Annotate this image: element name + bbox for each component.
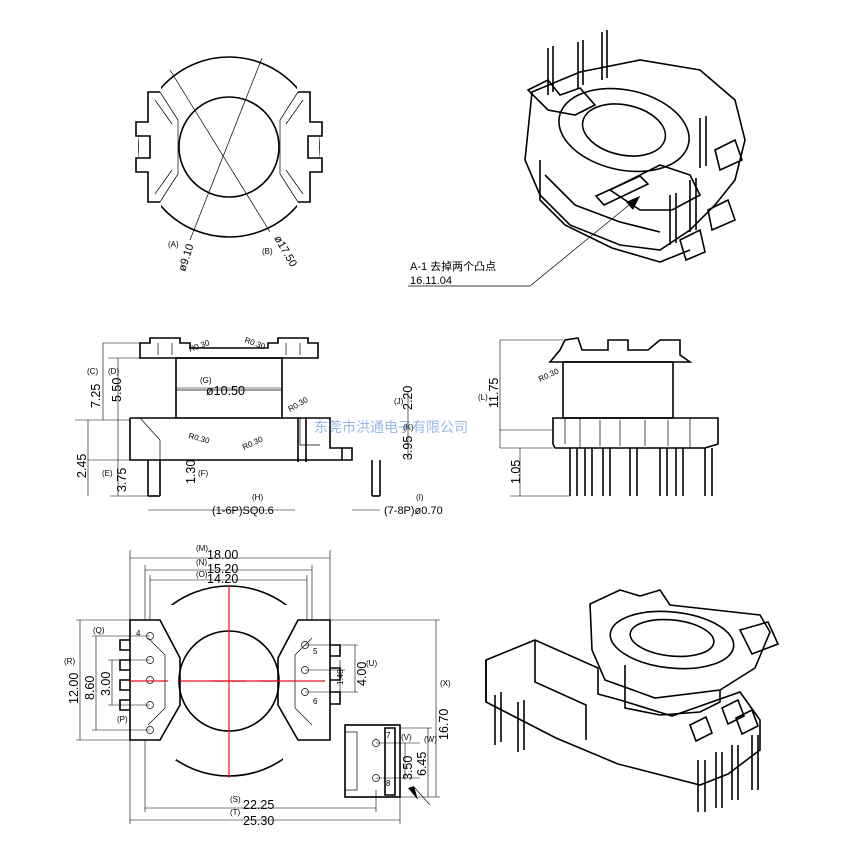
dim-245-value: 2.45 — [75, 454, 89, 478]
dim-r-tag: (R) — [64, 657, 75, 666]
dim-f-value: 1.30 — [184, 460, 198, 484]
dim-c-value: 7.25 — [89, 384, 103, 408]
dim-l-tag: (L) — [478, 393, 488, 402]
pin-6: 6 — [313, 697, 318, 706]
side-radius: R0.30 — [537, 366, 561, 383]
dim-q-tag: (Q) — [93, 626, 105, 635]
revision-note-line1: A-1 去掉两个凸点 — [410, 259, 496, 273]
side-view: (L) 11.75 1.05 R0.30 — [478, 337, 719, 497]
left-pin-rail — [135, 91, 160, 203]
dim-n-value: 15.20 — [207, 562, 238, 576]
dim-m-tag: (M) — [196, 544, 208, 553]
isometric-view-top: A-1 去掉两个凸点 16.11.04 — [408, 30, 746, 287]
dim-w-value: 6.45 — [415, 752, 429, 776]
dim-f-tag: (F) — [198, 469, 209, 478]
dim-v-tag: (V) — [401, 733, 412, 742]
isometric-view-bottom — [485, 589, 780, 812]
dim-r-value: 12.00 — [67, 673, 81, 704]
pin-7: 7 — [386, 731, 391, 740]
dim-d-tag: (D) — [108, 367, 119, 376]
radius-5: R0.30 — [241, 434, 265, 451]
dim-l-value: 11.75 — [487, 378, 501, 408]
dim-x-tag: (X) — [440, 679, 451, 688]
dim-d-value: 5.50 — [110, 378, 124, 402]
dim-i-tag: (I) — [416, 493, 424, 502]
pin-8: 8 — [386, 779, 391, 788]
dim-p-value: 3.00 — [99, 672, 113, 696]
dim-p-tag: (P) — [117, 715, 128, 724]
dim-o-tag: (O) — [196, 570, 208, 579]
flange-outline — [138, 56, 320, 238]
dim-w-tag: (W) — [424, 735, 437, 744]
dim-s-tag: (S) — [230, 795, 241, 804]
top-view: (A) ø9.10 (B) ø17.50 — [135, 56, 323, 273]
radius-3: R0.30 — [287, 395, 310, 414]
radius-1: R0.30 — [188, 338, 212, 354]
dim-u-value: 4.00 — [355, 662, 369, 686]
dim-x-value: 16.70 — [437, 709, 451, 740]
dim-g-tag: (G) — [200, 376, 212, 385]
dim-c-tag: (C) — [87, 367, 98, 376]
dim-i-value: (7-8P)ø0.70 — [384, 505, 443, 517]
dim-m-value: 18.00 — [207, 548, 238, 562]
dim-b-value: ø17.50 — [271, 234, 299, 270]
pin-4: 4 — [136, 629, 141, 638]
pin-5: 5 — [313, 647, 318, 656]
dim-k-tag: (K) — [403, 423, 414, 432]
dim-a-value: ø9.10 — [176, 242, 196, 272]
dim-u2-value: 1.40 — [336, 669, 345, 685]
dim-h-value: (1-6P)SQ0.6 — [212, 505, 274, 517]
dim-t-tag: (T) — [230, 808, 241, 817]
dim-v-value: 3.50 — [401, 756, 415, 780]
dim-a-tag: (A) — [168, 240, 179, 249]
dim-h-tag: (H) — [252, 493, 263, 502]
right-pin-rail — [298, 91, 323, 203]
dim-t-value: 25.30 — [243, 814, 274, 828]
dim-k-value: 3.95 — [401, 436, 415, 460]
bore-outline — [178, 96, 280, 198]
dim-b-tag: (B) — [262, 247, 273, 256]
revision-note-line2: 16.11.04 — [410, 275, 452, 287]
radius-2: R0.30 — [243, 335, 267, 351]
radius-4: R0.30 — [187, 431, 210, 445]
dim-j-value: 2.20 — [401, 386, 415, 410]
bottom-view: 4 5 6 7 8 (M) 18.00 (N) 15.20 (O) 14.20 … — [64, 544, 451, 828]
dim-e-tag: (E) — [102, 469, 113, 478]
dim-q-value: 8.60 — [83, 676, 97, 700]
dim-bottom-value: 1.05 — [509, 460, 523, 484]
dim-o-value: 14.20 — [207, 572, 238, 586]
dim-s-value: 22.25 — [243, 798, 274, 812]
dim-j-tag: (J) — [394, 397, 404, 406]
dim-u-tag: (U) — [366, 659, 377, 668]
dim-n-tag: (N) — [196, 558, 207, 567]
dim-e-value: 3.75 — [115, 468, 129, 492]
watermark: 东莞市洪通电子有限公司 — [314, 419, 468, 435]
dim-g-value: ø10.50 — [206, 384, 245, 398]
